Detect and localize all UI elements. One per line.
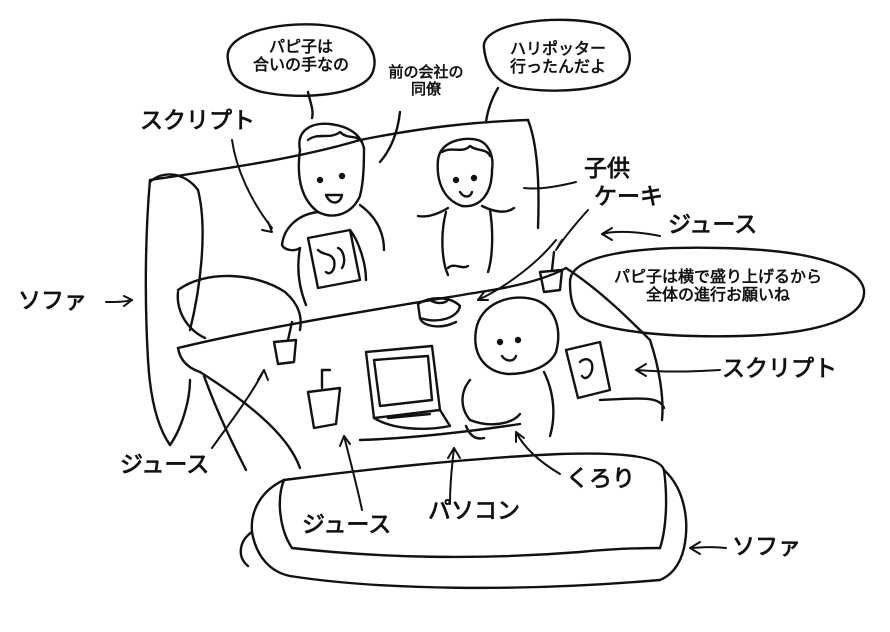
speech-harry: ハリポッター 行ったんだよ (498, 39, 618, 77)
script-booklet-top (306, 228, 368, 290)
bubble-pointers (306, 86, 500, 164)
label-script-top: スクリプト (140, 108, 255, 134)
speech-harry-line2: 行ったんだよ (509, 57, 606, 77)
note-coworker: 前の会社の 同僚 (378, 63, 474, 99)
person-papiko (280, 122, 386, 307)
speech-bubbles (226, 18, 866, 338)
label-kurori: くろり (566, 466, 635, 492)
note-coworker-line1: 前の会社の (388, 63, 464, 81)
leader-lines (105, 139, 727, 555)
speech-kurori-line2: 全体の進行お願いね (645, 285, 790, 305)
laptop-drawing (364, 344, 452, 431)
speech-harry-line1: ハリポッター (509, 39, 606, 58)
front-sofa (239, 452, 688, 590)
cake-drawing (416, 297, 462, 328)
label-pc: パソコン (428, 498, 520, 524)
speech-papiko: パピ子は 合いの手なの (238, 37, 364, 75)
speech-papiko-line1: パピ子は (268, 37, 333, 56)
speech-papiko-line2: 合いの手なの (252, 55, 349, 75)
label-juice-bottom: ジュース (302, 512, 392, 538)
label-sofa-bottom: ソファ (732, 534, 801, 560)
note-coworker-line2: 同僚 (410, 80, 441, 99)
label-sofa-left: ソファ (18, 288, 87, 314)
label-cake: ケーキ (594, 184, 663, 210)
juice-cup-right (538, 250, 564, 294)
script-booklet-right (564, 340, 612, 400)
speech-kurori-line1: パピ子は横で盛り上げるから (613, 267, 822, 286)
label-juice-top: ジュース (668, 212, 758, 238)
speech-kurori: パピ子は横で盛り上げるから 全体の進行お願いね (586, 267, 850, 305)
label-juice-left: ジュース (120, 452, 210, 478)
person-kurori (461, 296, 560, 440)
juice-cup-left (272, 320, 298, 366)
label-child: 子供 (584, 156, 630, 182)
person-child (416, 137, 516, 277)
juice-cup-middle (306, 368, 342, 430)
label-script-right: スクリプト (722, 356, 837, 382)
